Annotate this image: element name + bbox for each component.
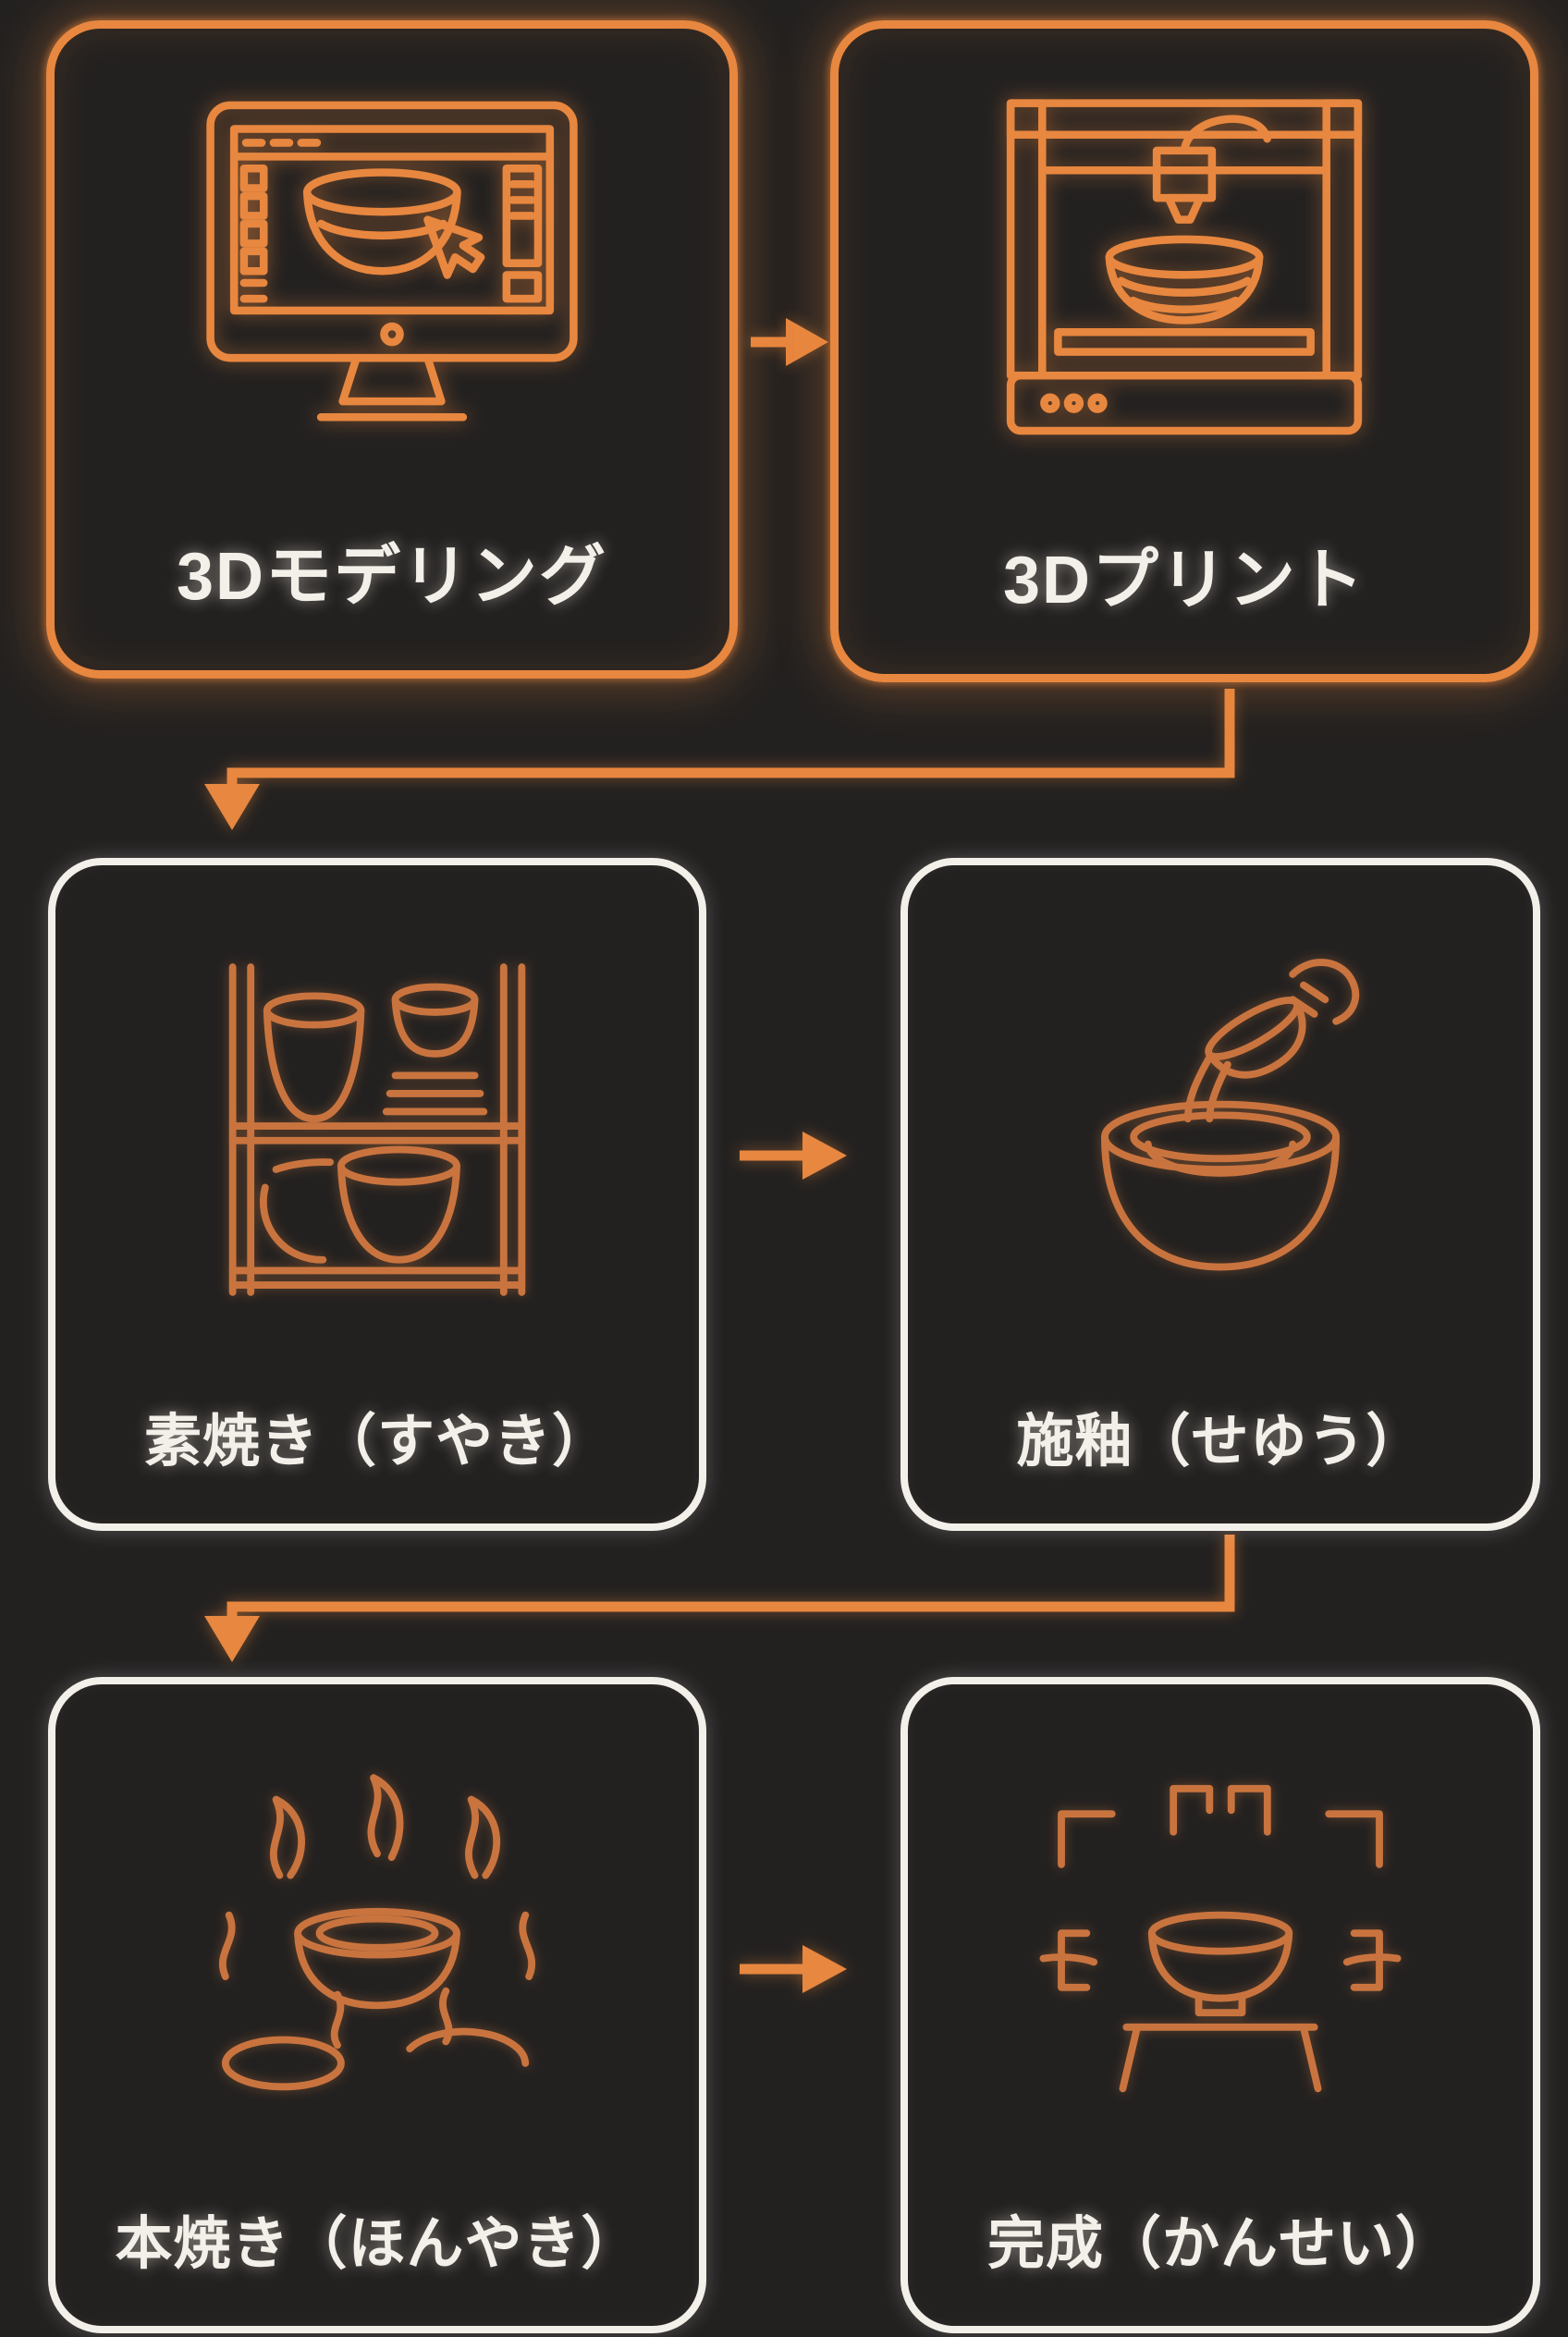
step-label: 施釉（せゆう） — [1016, 1410, 1425, 1474]
step-label: 3Dモデリング — [176, 540, 608, 614]
arrow-modeling-to-print-icon — [751, 318, 828, 366]
step-label: 本焼き（ほんやき） — [115, 2212, 640, 2276]
3d-printer-icon — [839, 29, 1530, 525]
step-finished: 完成（かんせい） — [900, 1677, 1540, 2333]
step-label: 3Dプリント — [1002, 544, 1366, 618]
step-3d-print: 3Dプリント — [830, 20, 1538, 682]
step-glazing: 施釉（せゆう） — [900, 858, 1540, 1531]
kiln-firing-flames-icon — [55, 1684, 699, 2196]
arrow-print-to-bisque-icon — [204, 689, 1235, 830]
arrow-firing-to-finish-icon — [740, 1945, 847, 1993]
step-label: 完成（かんせい） — [986, 2212, 1453, 2276]
arrow-bisque-to-glaze-icon — [740, 1132, 847, 1180]
step-bisque-firing: 素焼き（すやき） — [48, 858, 706, 1531]
monitor-3d-modeling-icon — [55, 29, 729, 521]
glaze-pouring-icon — [908, 865, 1533, 1394]
arrow-glaze-to-firing-icon — [204, 1535, 1235, 1662]
finished-bowl-icon — [908, 1684, 1533, 2196]
step-main-firing: 本焼き（ほんやき） — [48, 1677, 706, 2333]
step-label: 素焼き（すやき） — [143, 1410, 610, 1474]
step-3d-modeling: 3Dモデリング — [46, 20, 738, 679]
bisque-kiln-shelf-icon — [55, 865, 699, 1394]
